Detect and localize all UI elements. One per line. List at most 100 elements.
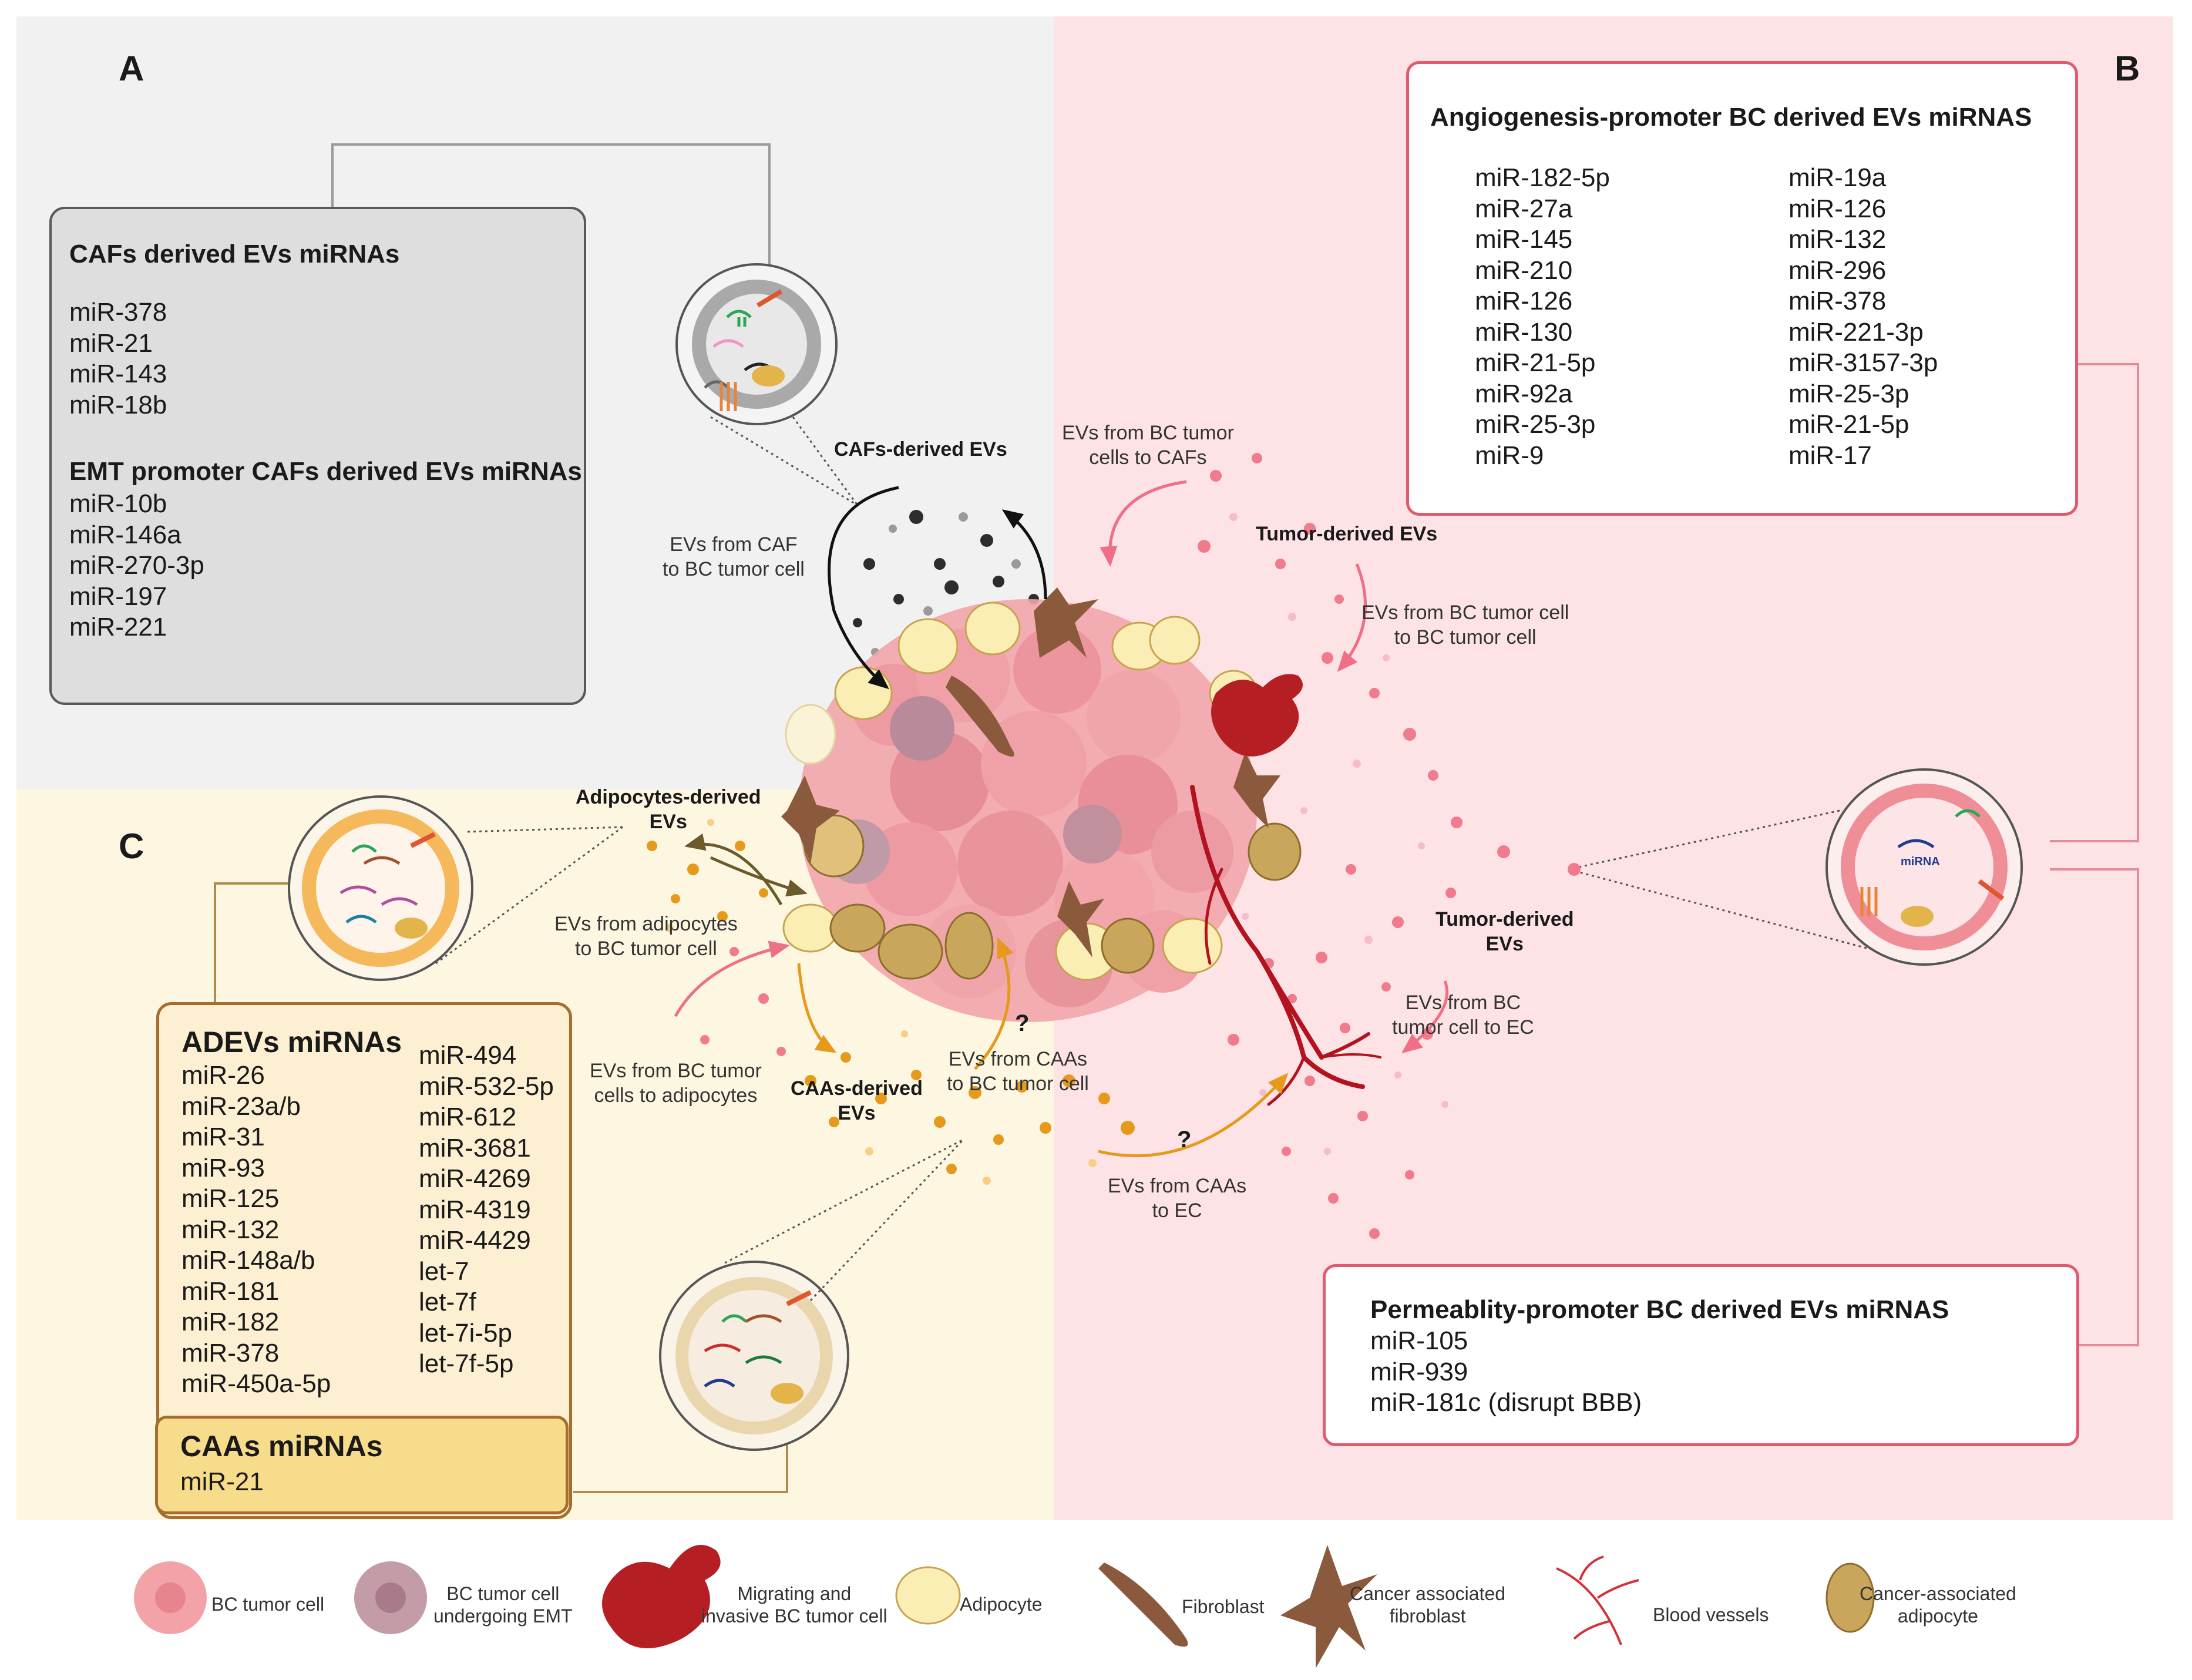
bc-tumor-cell-icon [134, 1561, 207, 1634]
caas-list: miR-21 [180, 1467, 264, 1498]
list-item: miR-210 [1475, 256, 1573, 285]
list-item: miR-3157-3p [1788, 348, 1938, 377]
list-item: miR-31 [181, 1123, 265, 1151]
legend-label-blood-vessels: Blood vessels [1653, 1604, 1769, 1626]
legend-label-adipocyte: Adipocyte [960, 1593, 1043, 1615]
list-item: miR-10b [69, 489, 167, 518]
label-line: EVs from BC tumor [1062, 422, 1234, 444]
list-item: miR-25-3p [1788, 379, 1909, 408]
arrow-caas-to-bc [974, 937, 1014, 1070]
label-line: to BC tumor cell [574, 938, 717, 960]
list-item: miR-126 [1788, 194, 1887, 223]
label-ev-bc-to-bc: EVs from BC tumor cell to BC tumor cell [1361, 600, 1569, 650]
caf-ev-zoom-icon [675, 263, 838, 425]
angiogenesis-list-col1: miR-182-5p miR-27a miR-145 miR-210 miR-1… [1475, 163, 1610, 471]
label-line: Adipocyte [960, 1594, 1043, 1615]
panel-letter-b: B [2114, 49, 2140, 88]
list-item: miR-146a [69, 520, 181, 549]
arrow-bc-to-cafs [1100, 480, 1187, 567]
blood-vessels-icon [1556, 1555, 1639, 1645]
tumor-ev-dots-light [1229, 513, 1448, 1155]
legend-label-caf: Cancer associated fibroblast [1350, 1582, 1505, 1627]
label-line: to EC [1152, 1199, 1202, 1222]
arrow-to-cafs [1001, 509, 1047, 600]
connector-lines-b [2050, 363, 2139, 1346]
label-line: cells to adipocytes [594, 1084, 758, 1107]
list-item: let-7f [419, 1288, 476, 1316]
list-item: miR-532-5p [419, 1071, 554, 1101]
adipocyte-icon [895, 1566, 961, 1625]
list-item: miR-132 [181, 1215, 280, 1244]
label-line: EVs from BC [1405, 992, 1521, 1014]
label-line: to BC tumor cell [947, 1073, 1089, 1095]
angiogenesis-mirna-box: Angiogenesis-promoter BC derived EVs miR… [1406, 61, 2078, 516]
list-item: miR-93 [181, 1153, 265, 1182]
label-line: to BC tumor cell [1394, 626, 1537, 649]
label-line: tumor cell to EC [1392, 1016, 1534, 1039]
list-item: miR-9 [1475, 441, 1544, 470]
label-line: BC tumor cell [446, 1583, 560, 1604]
fibroblasts [781, 587, 1280, 957]
list-item: miR-27a [1475, 194, 1573, 223]
label-line: Tumor-derived [1435, 908, 1574, 930]
label-line: Cancer associated [1350, 1583, 1506, 1604]
list-item: let-7i-5p [419, 1318, 512, 1348]
caas-title: CAAs miRNAs [180, 1430, 383, 1463]
permeability-mirna-box: Permeablity-promoter BC derived EVs miRN… [1323, 1264, 2079, 1446]
arrow-bc-to-adipo [674, 940, 790, 1017]
zoom-lines [435, 416, 1867, 1302]
list-item: miR-494 [419, 1041, 517, 1070]
arrow-caas-to-ec [1098, 1073, 1289, 1158]
label-tumor-derived-1: Tumor-derived EVs [1256, 523, 1438, 545]
migrating-cell-icon [602, 1545, 721, 1648]
tumor-ev-dots [700, 453, 1581, 1239]
question-mark-caas-to-bc: ? [1015, 1010, 1030, 1036]
cafs-mirna-list: miR-378 miR-21 miR-143 miR-18b [69, 297, 167, 421]
caa-icon [1825, 1563, 1875, 1633]
label-line: EVs from BC tumor [590, 1060, 762, 1082]
label-line: EVs from CAF [670, 533, 798, 556]
list-item: miR-3681 [419, 1133, 531, 1162]
list-item: miR-21-5p [1788, 410, 1909, 439]
list-item: miR-450a-5p [181, 1369, 331, 1398]
adipocyte-ev-dots-light [665, 819, 1097, 1185]
list-item: miR-270-3p [69, 551, 204, 580]
list-item: miR-296 [1788, 256, 1887, 285]
cafs-mirna-box: CAFs derived EVs miRNAs miR-378 miR-21 m… [49, 207, 586, 705]
list-item: miR-612 [419, 1103, 517, 1131]
list-item: miR-181 [181, 1276, 280, 1306]
list-item: miR-21 [180, 1467, 264, 1496]
connector-lines-c [214, 882, 788, 1493]
label-ev-bc-to-adipo: EVs from BC tumor cells to adipocytes [590, 1059, 762, 1108]
list-item: miR-21 [69, 328, 153, 358]
label-ev-caf-to-bc: EVs from CAF to BC tumor cell [663, 532, 805, 582]
label-tumor-derived-2: Tumor-derived EVs [1435, 907, 1574, 956]
tumor-ev-zoom-icon [1825, 768, 2023, 966]
list-item: miR-378 [1788, 287, 1887, 315]
permeability-title: Permeablity-promoter BC derived EVs miRN… [1370, 1295, 1949, 1324]
list-item: miR-145 [1475, 225, 1573, 254]
label-line: EVs [649, 811, 687, 833]
list-item: miR-18b [69, 390, 167, 419]
label-ev-bc-to-ec: EVs from BC tumor cell to EC [1392, 990, 1534, 1040]
legend-label-migrating-cell: Migrating and invasive BC tumor cell [701, 1582, 887, 1627]
legend-label-fibroblast: Fibroblast [1182, 1595, 1265, 1618]
angiogenesis-list-col2: miR-19a miR-126 miR-132 miR-296 miR-378 … [1788, 163, 1938, 471]
list-item: miR-19a [1788, 163, 1887, 192]
migrating-cell [1211, 674, 1303, 757]
emt-cell-icon [354, 1561, 427, 1634]
label-line: EVs from CAAs [948, 1048, 1088, 1070]
label-line: EVs from adipocytes [554, 913, 738, 935]
list-item: miR-939 [1370, 1357, 1468, 1386]
list-item: miR-17 [1788, 441, 1872, 470]
legend-label-bc-tumor-cell: BC tumor cell [211, 1593, 324, 1615]
list-item: miR-181c (disrupt BBB) [1370, 1388, 1642, 1417]
connector-lines [331, 143, 771, 266]
adipocyte-ev-zoom-icon [288, 795, 473, 981]
list-item: miR-26 [181, 1061, 265, 1090]
list-item: miR-148a/b [181, 1246, 315, 1275]
label-line: Blood vessels [1653, 1604, 1769, 1625]
arrow-adipo-in [684, 833, 783, 906]
list-item: miR-378 [181, 1338, 280, 1367]
